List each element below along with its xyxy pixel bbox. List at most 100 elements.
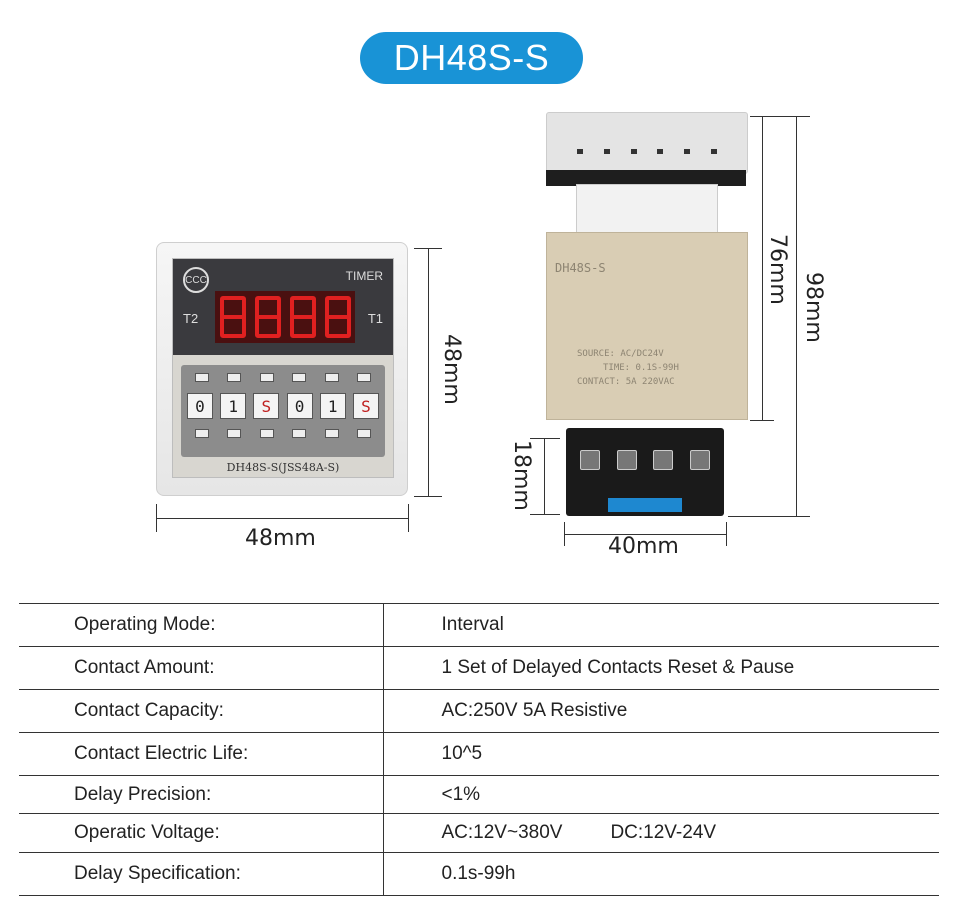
led-digit — [254, 296, 281, 338]
spec-key: Contact Amount: — [19, 646, 384, 690]
spec-value: 0.1s-99h — [383, 852, 939, 896]
screw-icon — [580, 450, 600, 470]
up-button — [195, 373, 209, 382]
led-display — [215, 291, 355, 343]
up-button — [259, 373, 274, 382]
contact-label: CONTACT: 5A 220VAC — [577, 377, 675, 387]
side-cover — [546, 112, 748, 174]
cap-dot — [684, 149, 691, 154]
spec-value: AC:250V 5A Resistive — [383, 689, 939, 733]
spec-value: AC:12V~380V — [441, 822, 563, 843]
ccc-seal-icon: CCC — [183, 267, 209, 293]
black-band — [546, 170, 746, 186]
cap-dot — [630, 149, 637, 154]
down-button — [227, 429, 242, 438]
dim-tick — [414, 496, 442, 497]
dim-line — [428, 248, 429, 496]
source-label: SOURCE: AC/DC24V — [577, 349, 664, 359]
led-digit — [289, 296, 316, 338]
thumbwheel-unit: S — [352, 393, 379, 419]
down-button — [292, 429, 307, 438]
spec-key: Delay Precision: — [19, 775, 384, 814]
cap-dot — [710, 149, 717, 154]
up-button — [356, 373, 371, 382]
spec-key: Contact Electric Life: — [19, 732, 384, 776]
dim-line — [796, 116, 797, 516]
dim-tick — [728, 516, 810, 517]
cap-dot — [603, 149, 610, 154]
timer-face: CCC TIMER T2 T1 0 1 S 0 1 — [172, 258, 394, 478]
cap-dot — [657, 149, 664, 154]
relay-body: DH48S-S SOURCE: AC/DC24V TIME: 0.1S-99H … — [546, 232, 748, 420]
dim-tick — [726, 522, 727, 546]
table-row: Operating Mode: Interval — [19, 603, 939, 647]
cap-dots — [577, 149, 717, 154]
spec-value: Interval — [383, 603, 939, 647]
time-label: TIME: 0.1S-99H — [603, 363, 679, 373]
table-row: Delay Specification: 0.1s-99h — [19, 852, 939, 896]
down-buttons — [195, 429, 371, 438]
spec-value-dc: DC:12V-24V — [610, 822, 717, 843]
down-button — [356, 429, 371, 438]
spec-value: <1% — [383, 775, 939, 814]
side-body-dim: 76mm — [765, 234, 790, 305]
table-row: Contact Electric Life: 10^5 — [19, 732, 939, 776]
front-width-dim: 48mm — [245, 526, 316, 551]
dim-line — [156, 518, 408, 519]
dim-line — [564, 534, 726, 535]
dim-tick — [530, 438, 560, 439]
spec-value: 1 Set of Delayed Contacts Reset & Pause — [383, 646, 939, 690]
t1-label: T1 — [367, 311, 383, 326]
dim-tick — [750, 116, 810, 117]
led-digit — [324, 296, 351, 338]
screw-icon — [653, 450, 674, 470]
up-button — [227, 373, 242, 382]
table-row: Operatic Voltage: AC:12V~380V DC:12V-24V — [19, 813, 939, 853]
mounting-clip — [576, 184, 718, 236]
thumbwheel-digit: 0 — [187, 393, 213, 419]
screw-icon — [616, 450, 637, 470]
side-width-dim: 40mm — [608, 534, 679, 559]
socket-dim: 18mm — [509, 440, 534, 511]
thumbwheel-digit: 1 — [319, 393, 346, 419]
up-button — [292, 373, 307, 382]
up-button — [324, 373, 339, 382]
spec-key: Operating Mode: — [19, 603, 384, 647]
dim-line — [762, 116, 763, 420]
terminal-screws — [580, 450, 710, 470]
spec-key: Operatic Voltage: — [19, 813, 384, 853]
spec-key: Contact Capacity: — [19, 689, 384, 733]
dim-tick — [530, 514, 560, 515]
dim-tick — [408, 504, 409, 532]
table-row: Contact Capacity: AC:250V 5A Resistive — [19, 689, 939, 733]
front-view-image: CCC TIMER T2 T1 0 1 S 0 1 — [156, 242, 408, 496]
table-row: Delay Precision: <1% — [19, 775, 939, 814]
screw-icon — [689, 450, 710, 470]
dim-line — [544, 438, 545, 514]
down-button — [259, 429, 274, 438]
side-view-image: DH48S-S SOURCE: AC/DC24V TIME: 0.1S-99H … — [546, 112, 748, 522]
front-height-dim: 48mm — [439, 334, 464, 405]
timer-label: TIMER — [345, 269, 383, 283]
led-digit — [219, 296, 246, 338]
spec-table: Operating Mode: Interval Contact Amount:… — [19, 603, 939, 896]
thumbwheel-digit: 0 — [286, 393, 313, 419]
socket-base — [566, 428, 724, 516]
thumbwheel-digit: 1 — [220, 393, 247, 419]
down-button — [195, 429, 209, 438]
t2-label: T2 — [183, 311, 199, 326]
side-model-label: DH48S-S — [555, 261, 606, 275]
spec-value: 10^5 — [383, 732, 939, 776]
display-panel: CCC TIMER T2 T1 — [173, 259, 393, 355]
down-button — [324, 429, 339, 438]
up-buttons — [195, 373, 371, 382]
thumbwheel-panel: 0 1 S 0 1 S — [181, 365, 385, 457]
spec-key: Delay Specification: — [19, 852, 384, 896]
thumbwheel-digits: 0 1 S 0 1 S — [187, 393, 379, 419]
cap-dot — [577, 149, 583, 154]
din-clip — [608, 498, 682, 512]
table-row: Contact Amount: 1 Set of Delayed Contact… — [19, 646, 939, 690]
thumbwheel-unit: S — [253, 393, 280, 419]
product-title: DH48S-S — [360, 32, 583, 84]
model-label: DH48S-S(JSS48A-S) — [226, 461, 340, 474]
